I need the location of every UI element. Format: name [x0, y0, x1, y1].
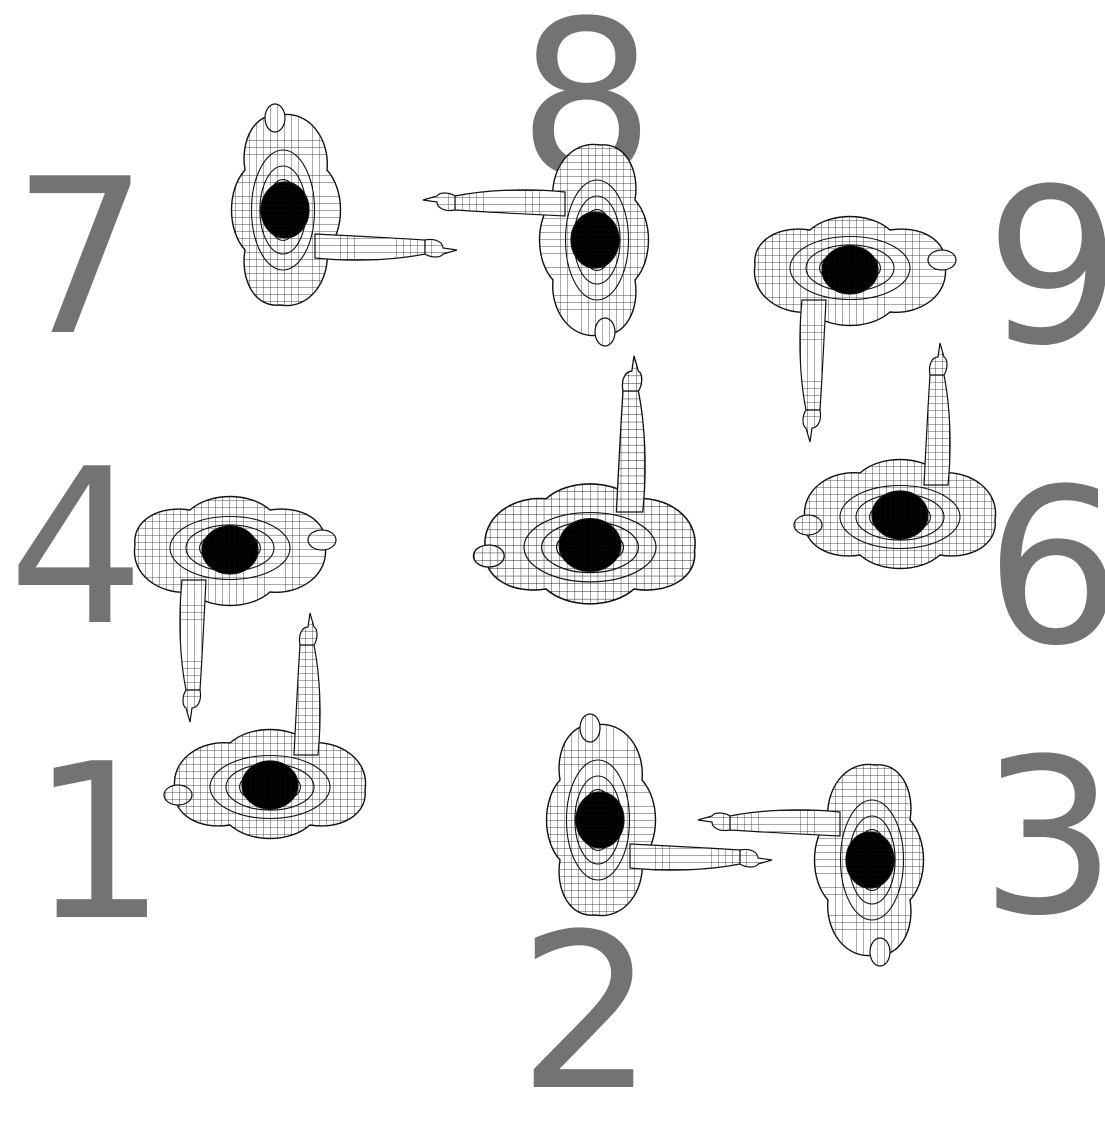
head-7 [260, 181, 310, 239]
label-3: 3 [980, 712, 1105, 963]
contour-ring [523, 511, 657, 583]
human-model-4 [133, 495, 337, 723]
contour-ring [839, 484, 961, 550]
pointing-hand-mesh [739, 848, 773, 868]
label-2: 2 [518, 887, 655, 1138]
body-mesh [793, 342, 997, 570]
arm-mesh [179, 579, 207, 691]
body-mesh [133, 495, 337, 723]
human-model-3 [697, 763, 925, 967]
pointing-hand-mesh [621, 355, 643, 392]
contour-ring [839, 799, 905, 921]
figure-1 [160, 610, 380, 880]
figure-6 [790, 340, 1010, 610]
human-model-8 [422, 143, 650, 347]
left-hand-mesh [927, 249, 957, 271]
left-hand-mesh [594, 317, 616, 347]
body-mesh [163, 612, 367, 840]
body-mesh [422, 143, 650, 347]
arm-mesh [615, 390, 646, 513]
pointing-hand-mesh [802, 409, 822, 443]
label-6: 6 [985, 442, 1105, 693]
body-mesh [545, 713, 773, 917]
head-3 [845, 831, 895, 889]
label-1: 1 [30, 717, 167, 968]
pointing-hand-mesh [298, 612, 318, 646]
human-model-6 [793, 342, 997, 570]
contour-ring [209, 754, 331, 820]
left-hand-mesh [307, 529, 337, 551]
pointing-hand-mesh [424, 238, 458, 258]
human-model-center [472, 355, 696, 605]
pointing-hand-mesh [697, 812, 731, 832]
contour-ring [565, 759, 631, 881]
head-8 [570, 211, 620, 269]
figure-4 [133, 470, 360, 740]
body-mesh [230, 103, 458, 307]
head-6 [871, 490, 929, 540]
arm-mesh [729, 809, 841, 837]
body-mesh [753, 215, 957, 443]
left-hand-mesh [793, 514, 823, 536]
figure-center [470, 350, 710, 640]
figure-7 [195, 100, 465, 310]
human-model-2 [545, 713, 773, 917]
contour-ring [169, 515, 291, 581]
human-model-1 [163, 612, 367, 840]
figure-9 [753, 190, 980, 460]
left-hand-mesh [163, 784, 193, 806]
pointing-hand-mesh [928, 342, 948, 376]
left-hand-mesh [472, 544, 505, 568]
human-model-9 [753, 215, 957, 443]
figure-3 [670, 740, 960, 967]
head-2 [575, 791, 625, 849]
contour-ring [564, 179, 630, 301]
label-4: 4 [8, 422, 145, 673]
contour-ring [250, 149, 316, 271]
body-mesh [472, 355, 696, 605]
contour-ring [789, 235, 911, 301]
left-hand-mesh [869, 937, 891, 967]
figure-8 [395, 140, 685, 360]
pointing-hand-mesh [182, 689, 202, 723]
left-hand-mesh [579, 713, 601, 743]
arm-mesh [454, 189, 566, 217]
label-7: 7 [12, 132, 149, 383]
arm-mesh [799, 299, 827, 411]
head-9 [821, 245, 879, 295]
diagram-canvas: 1 2 3 4 6 7 8 9 [8, 0, 1105, 1120]
left-hand-mesh [264, 103, 286, 133]
head-1 [241, 760, 299, 810]
pointing-hand-mesh [422, 192, 456, 212]
head-4 [201, 525, 259, 575]
body-mesh [697, 763, 925, 967]
head-center [558, 517, 622, 573]
label-9: 9 [985, 142, 1105, 393]
figure-2 [510, 710, 780, 920]
human-model-7 [230, 103, 458, 307]
